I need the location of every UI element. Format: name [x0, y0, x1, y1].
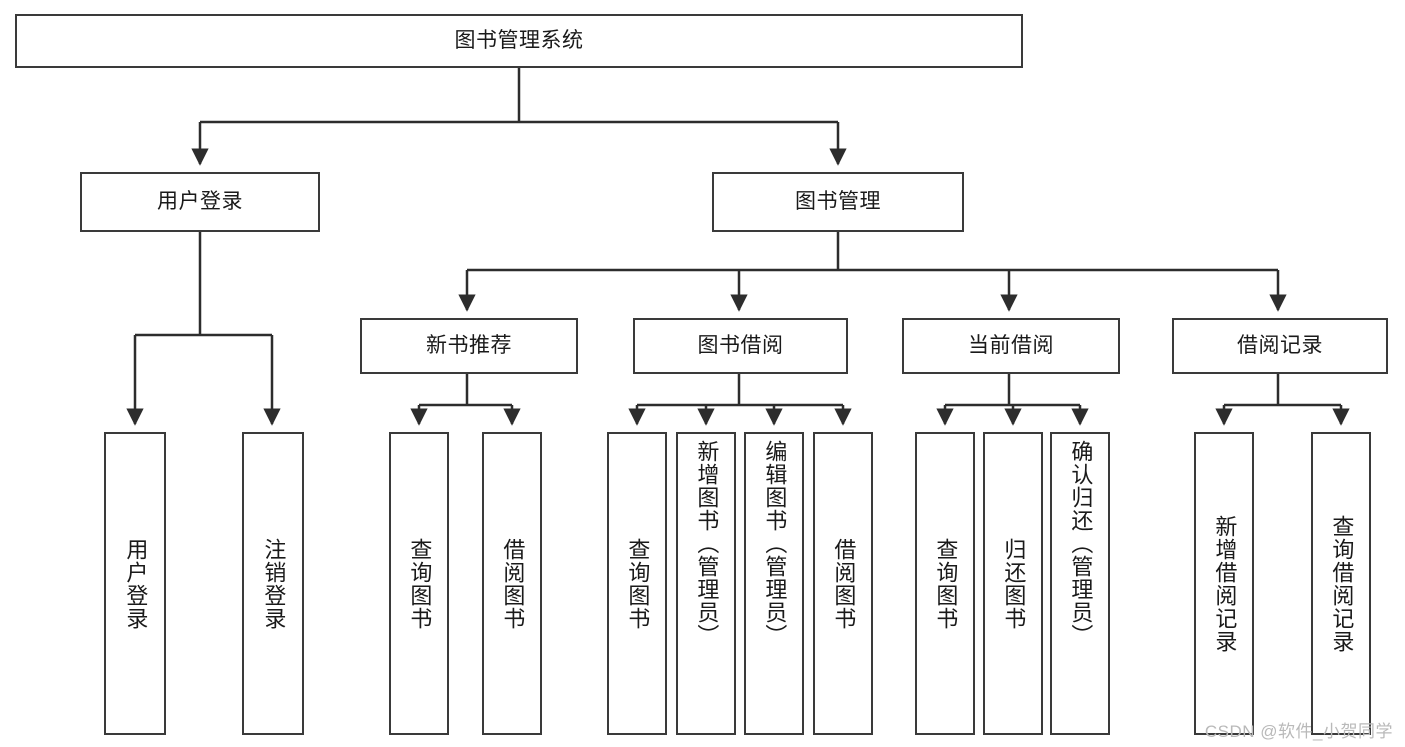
node-book-management[interactable]: 图书管理 — [712, 172, 964, 232]
leaf-br-add-record[interactable]: 新增借阅记录 — [1194, 432, 1254, 735]
leaf-user-login-label: 用户登录 — [123, 537, 149, 630]
leaf-nb-borrow-book-label: 借阅图书 — [500, 537, 526, 630]
node-borrow-record[interactable]: 借阅记录 — [1172, 318, 1388, 374]
leaf-cb-query-book-label: 查询图书 — [933, 537, 959, 630]
node-new-book-recommend[interactable]: 新书推荐 — [360, 318, 578, 374]
node-root[interactable]: 图书管理系统 — [15, 14, 1023, 68]
node-user-login-label: 用户登录 — [157, 190, 243, 214]
leaf-bb-borrow-book-label: 借阅图书 — [831, 537, 857, 630]
leaf-cb-confirm-return[interactable]: 确认归还（管理员） — [1050, 432, 1110, 735]
leaf-logout[interactable]: 注销登录 — [242, 432, 304, 735]
leaf-nb-borrow-book[interactable]: 借阅图书 — [482, 432, 542, 735]
leaf-br-query-record[interactable]: 查询借阅记录 — [1311, 432, 1371, 735]
leaf-user-login[interactable]: 用户登录 — [104, 432, 166, 735]
node-book-management-label: 图书管理 — [795, 190, 881, 214]
leaf-bb-add-book[interactable]: 新增图书（管理员） — [676, 432, 736, 735]
leaf-logout-label: 注销登录 — [261, 537, 287, 630]
node-book-borrow-label: 图书借阅 — [697, 334, 784, 358]
leaf-bb-query-book-label: 查询图书 — [625, 537, 651, 630]
leaf-cb-query-book[interactable]: 查询图书 — [915, 432, 975, 735]
leaf-br-add-record-label: 新增借阅记录 — [1212, 514, 1238, 653]
node-borrow-record-label: 借阅记录 — [1237, 334, 1323, 358]
node-root-label: 图书管理系统 — [454, 29, 584, 53]
leaf-cb-confirm-return-label: 确认归还（管理员） — [1068, 440, 1094, 647]
leaf-nb-query-book-label: 查询图书 — [407, 537, 433, 630]
node-current-borrow-label: 当前借阅 — [968, 334, 1054, 358]
leaf-bb-edit-book[interactable]: 编辑图书（管理员） — [744, 432, 804, 735]
node-current-borrow[interactable]: 当前借阅 — [902, 318, 1120, 374]
leaf-bb-add-book-label: 新增图书（管理员） — [694, 440, 720, 647]
leaf-nb-query-book[interactable]: 查询图书 — [389, 432, 449, 735]
leaf-bb-borrow-book[interactable]: 借阅图书 — [813, 432, 873, 735]
leaf-br-query-record-label: 查询借阅记录 — [1329, 514, 1355, 653]
node-user-login[interactable]: 用户登录 — [80, 172, 320, 232]
leaf-bb-query-book[interactable]: 查询图书 — [607, 432, 667, 735]
leaf-bb-edit-book-label: 编辑图书（管理员） — [762, 440, 788, 647]
node-book-borrow[interactable]: 图书借阅 — [633, 318, 848, 374]
leaf-cb-return-book-label: 归还图书 — [1001, 537, 1027, 630]
node-new-book-recommend-label: 新书推荐 — [426, 334, 512, 358]
watermark: CSDN @软件_小贺同学 — [1204, 722, 1393, 741]
leaf-cb-return-book[interactable]: 归还图书 — [983, 432, 1043, 735]
